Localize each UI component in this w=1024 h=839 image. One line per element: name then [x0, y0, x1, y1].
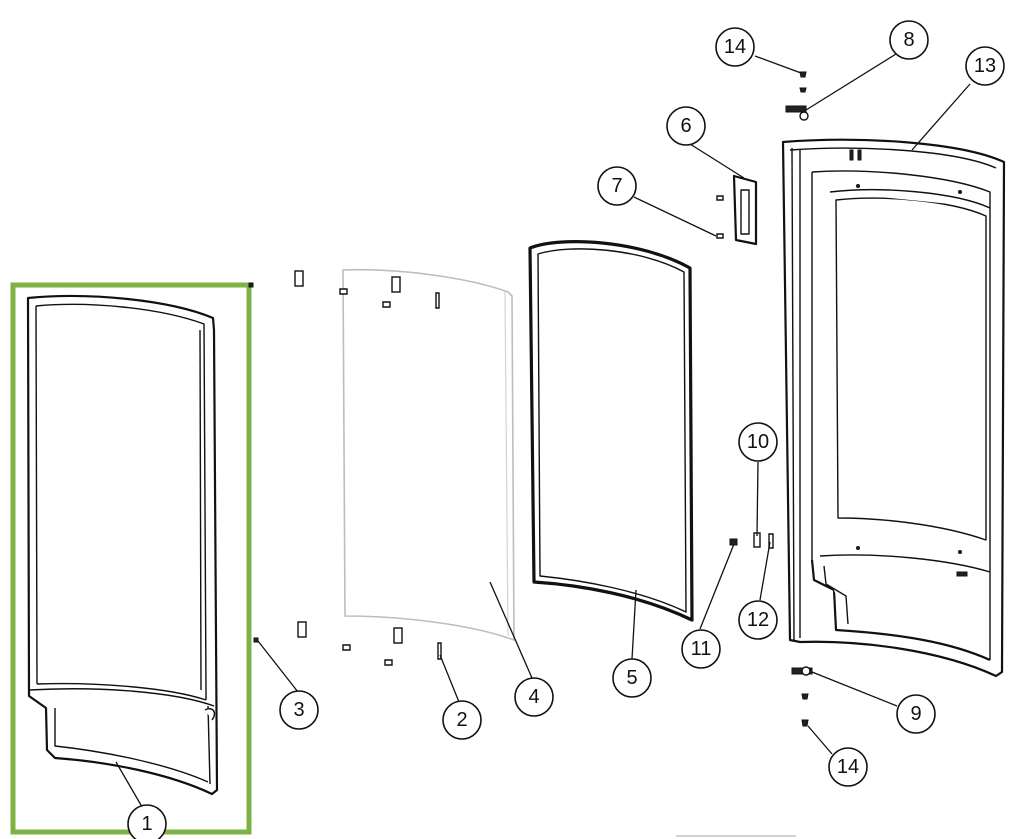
callout-8: 8	[889, 20, 929, 60]
callout-7: 7	[597, 166, 637, 206]
part-9-hinge-bottom[interactable]	[791, 666, 813, 700]
callout-1: 1	[127, 804, 167, 839]
part-8-hinge-top[interactable]	[785, 87, 809, 121]
callout-1-label: 1	[141, 813, 152, 835]
callout-14-top-label: 14	[724, 36, 746, 58]
callout-6: 6	[666, 106, 706, 146]
callout-3: 3	[279, 690, 319, 730]
part-1-outer-door-frame[interactable]	[10, 282, 252, 835]
callout-13-label: 13	[974, 55, 996, 77]
part-11-screw[interactable]	[729, 538, 738, 546]
callout-2: 2	[442, 700, 482, 740]
callout-5: 5	[612, 658, 652, 698]
part-13-main-frame[interactable]	[781, 138, 1006, 678]
part-3-screw[interactable]	[248, 282, 259, 643]
part-14-screw-top[interactable]	[799, 71, 807, 78]
leader-lines	[115, 53, 971, 813]
callout-14-top: 14	[715, 27, 755, 67]
callout-12-label: 12	[747, 609, 769, 631]
callout-12: 12	[738, 600, 778, 640]
part-14-screw-bottom[interactable]	[801, 719, 809, 727]
callout-6-label: 6	[680, 115, 691, 137]
callout-7-label: 7	[611, 175, 622, 197]
callout-10: 10	[738, 422, 778, 462]
callout-4-label: 4	[528, 686, 539, 708]
callout-2-label: 2	[456, 709, 467, 731]
callout-9-label: 9	[910, 703, 921, 725]
callout-5-label: 5	[626, 667, 637, 689]
callout-3-label: 3	[293, 699, 304, 721]
part-7-screws[interactable]	[716, 195, 724, 239]
part-2-glass-clips[interactable]	[294, 270, 442, 666]
callout-11-label: 11	[691, 638, 712, 660]
callout-9: 9	[896, 694, 936, 734]
callout-14-bottom: 14	[828, 747, 868, 787]
callout-14-bottom-label: 14	[837, 756, 859, 778]
callout-8-label: 8	[903, 29, 914, 51]
callout-13: 13	[965, 46, 1005, 86]
part-5-inner-door-panel[interactable]	[528, 240, 694, 622]
callout-11: 11	[681, 629, 721, 669]
part-6-handle[interactable]	[732, 174, 758, 246]
callout-4: 4	[514, 677, 554, 717]
callout-10-label: 10	[747, 431, 769, 453]
part-4-glass-pane[interactable]	[342, 268, 515, 642]
